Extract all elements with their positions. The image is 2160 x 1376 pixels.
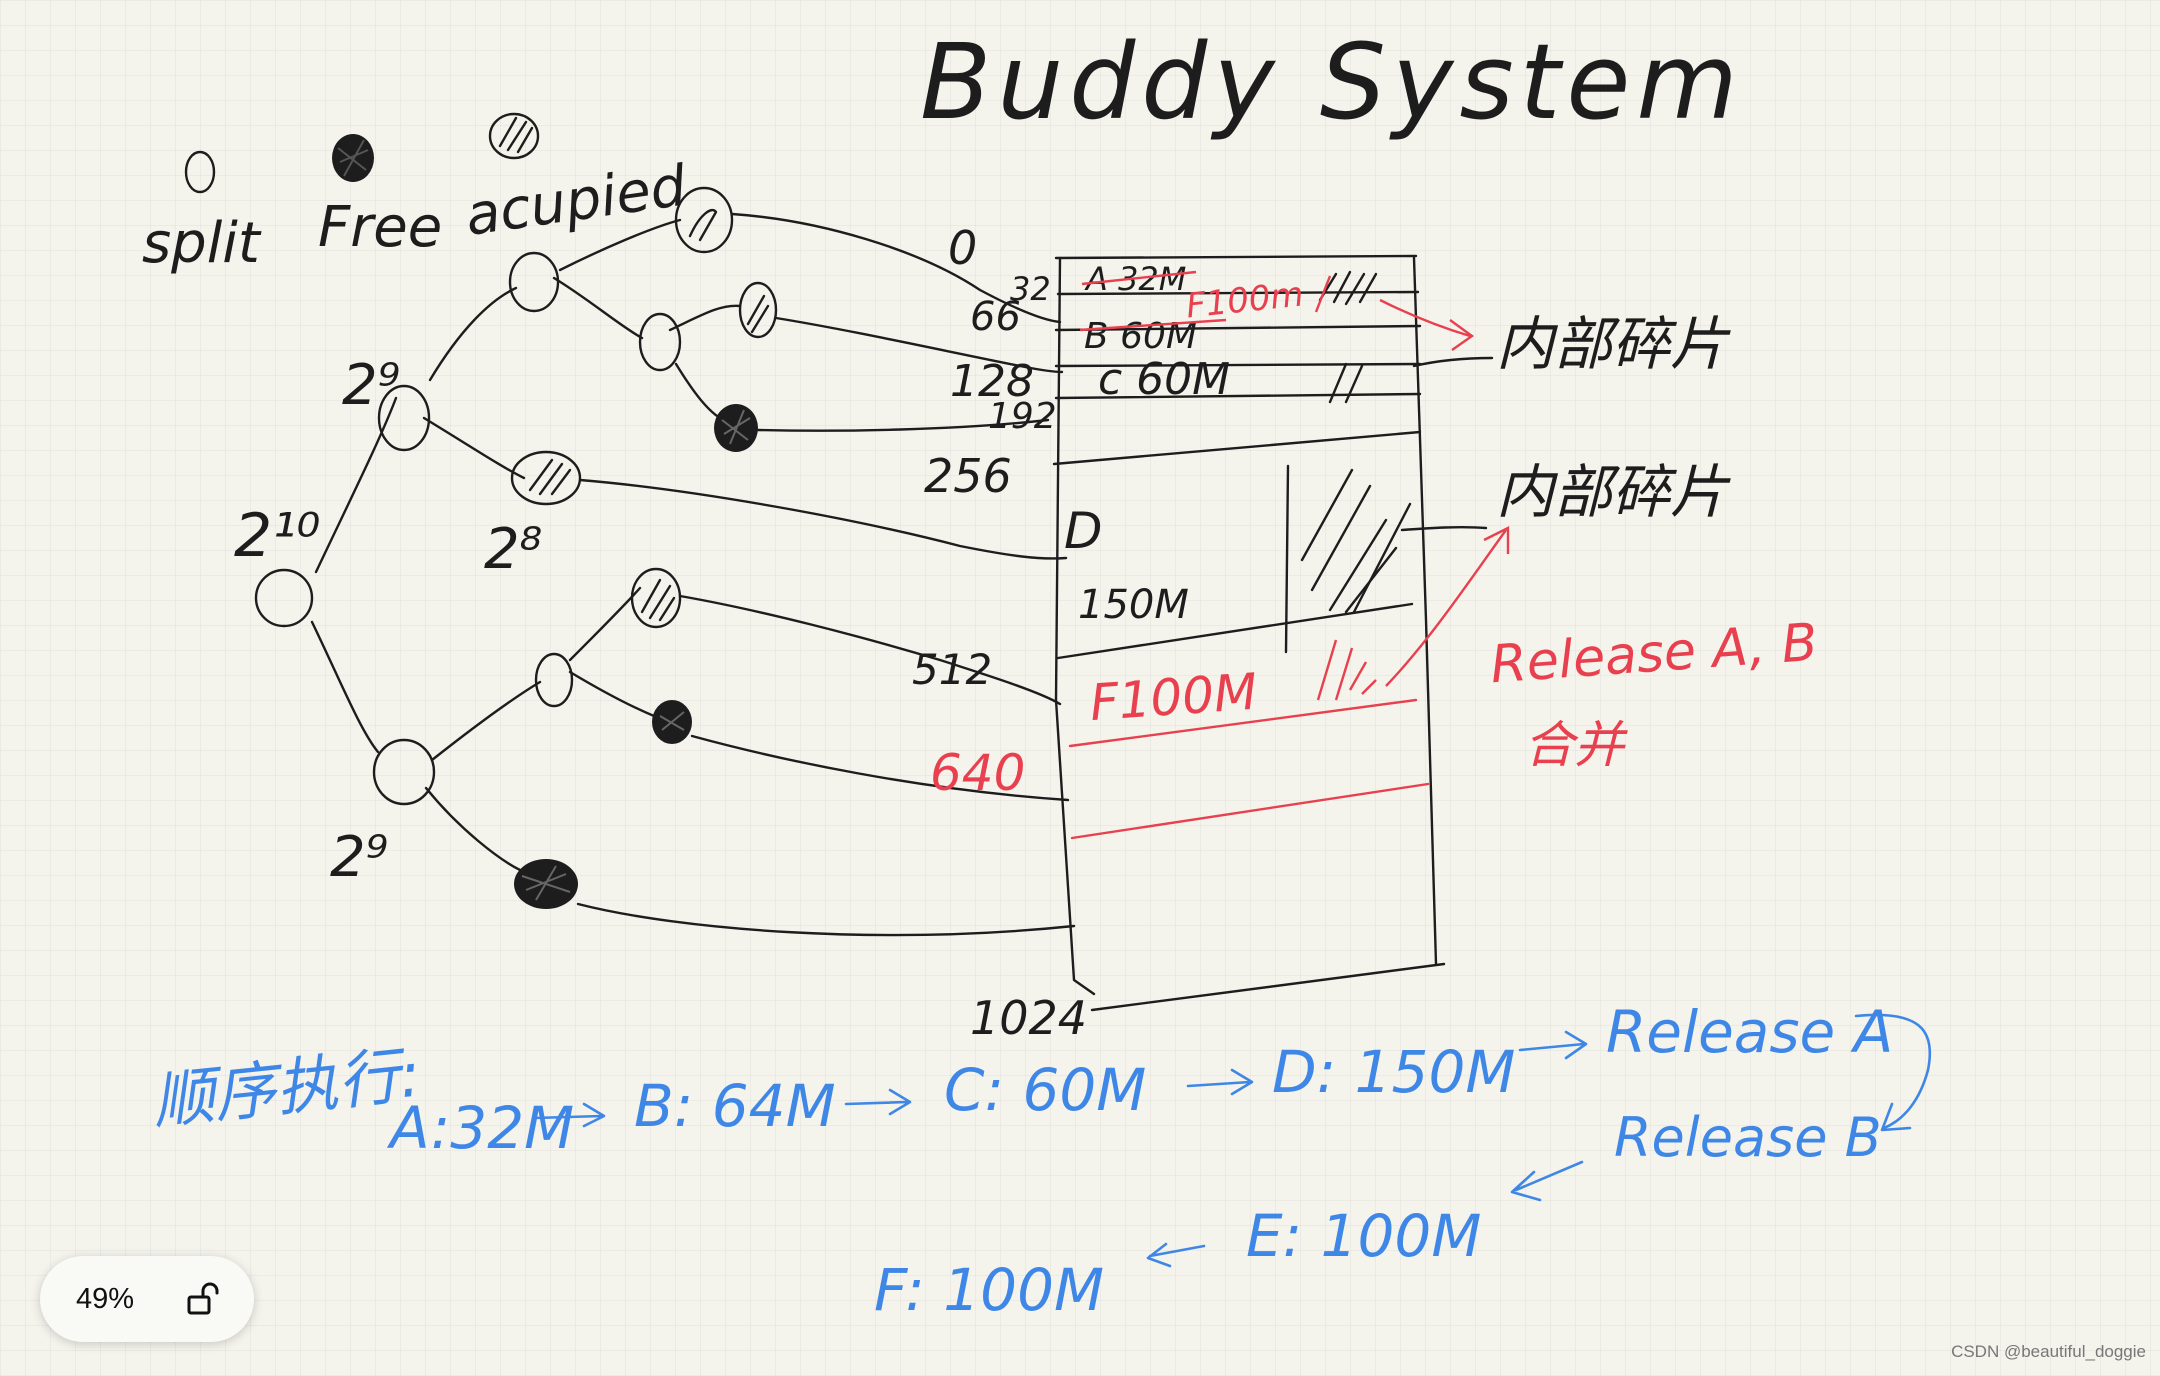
internal-frag-label-1: 内部碎片	[1496, 310, 1731, 378]
tree-node-0-256	[508, 251, 560, 313]
addr-128: 128	[950, 356, 1034, 407]
merge-label: 合并	[1524, 716, 1628, 774]
legend-free-label: Free	[318, 195, 442, 260]
address-labels: 0 32 66 128 192 256 512 640 1024	[912, 221, 1087, 1045]
sequence-step-3: C: 60M	[944, 1056, 1146, 1124]
sequence-step-5: Release A	[1606, 998, 1893, 1066]
tree-label-root: 2¹⁰	[234, 501, 320, 571]
tree-node-root	[254, 568, 314, 628]
addr-1024: 1024	[970, 991, 1087, 1045]
block-labels: A 32M F100m B 60M c 60M D 150M F100M	[1064, 260, 1305, 732]
legend-split-node: split	[142, 150, 262, 276]
tree-label-left: 2⁹	[342, 353, 400, 418]
internal-frag-label-2: 内部碎片	[1496, 458, 1731, 526]
legend: split Free acupied	[142, 112, 691, 276]
block-f-top-label: F100m	[1184, 274, 1305, 326]
connector-lines	[576, 212, 1076, 937]
block-f-mid-label: F100M	[1088, 663, 1259, 733]
block-d-label: D	[1064, 502, 1103, 560]
annotations: 内部碎片 内部碎片 Release A, B 合并	[1379, 298, 1820, 774]
sequence-label: 顺序执行:	[149, 1037, 424, 1138]
sequence-step-8: F: 100M	[874, 1256, 1104, 1324]
zoom-control: 49%	[40, 1256, 254, 1342]
tree-node-512-768	[534, 652, 574, 708]
tree-node-128-256	[638, 312, 682, 372]
sequence-step-1: A:32M	[386, 1094, 574, 1162]
zoom-level[interactable]: 49%	[76, 1282, 135, 1315]
tree-nodes	[254, 186, 778, 909]
block-c-label: c 60M	[1098, 354, 1230, 405]
tree-node-512-640	[630, 567, 682, 629]
addr-0: 0	[948, 221, 977, 275]
sequence-step-6: Release B	[1614, 1106, 1882, 1169]
tree-node-128-192	[738, 281, 778, 339]
memory-block	[1052, 254, 1446, 1012]
diagram-title: Buddy System	[920, 21, 1744, 143]
legend-split-label: split	[142, 211, 262, 276]
sequence-step-4: D: 150M	[1272, 1038, 1515, 1106]
watermark: CSDN @beautiful_doggie	[1951, 1342, 2146, 1361]
addr-64: 66	[970, 294, 1021, 340]
legend-occupied-label: acupied	[461, 154, 690, 249]
addr-640: 640	[930, 744, 1025, 802]
tree-label-256: 2⁸	[484, 517, 542, 582]
tree-labels: 2¹⁰ 2⁹ 2⁸ 2⁹	[234, 353, 542, 890]
lock-icon[interactable]	[180, 1276, 226, 1322]
legend-free-node: Free	[318, 134, 442, 260]
release-ab-label: Release A, B	[1489, 613, 1820, 696]
tree-node-0-512	[377, 384, 431, 452]
addr-512: 512	[912, 645, 992, 694]
execution-sequence: 顺序执行: A:32M B: 64M C: 60M D: 150M Releas…	[149, 998, 1932, 1324]
sequence-step-2: B: 64M	[634, 1072, 836, 1140]
tree-node-0-128	[674, 186, 734, 254]
tree-label-right: 2⁹	[330, 825, 388, 890]
addr-192: 192	[988, 396, 1057, 437]
addr-32: 32	[1010, 270, 1051, 308]
tree-edges	[310, 218, 742, 872]
addr-256: 256	[924, 449, 1012, 503]
sequence-step-7: E: 100M	[1246, 1202, 1481, 1270]
tree-node-512-1024	[372, 738, 436, 806]
block-d-size: 150M	[1078, 582, 1189, 628]
tree-node-256-512	[510, 450, 582, 506]
